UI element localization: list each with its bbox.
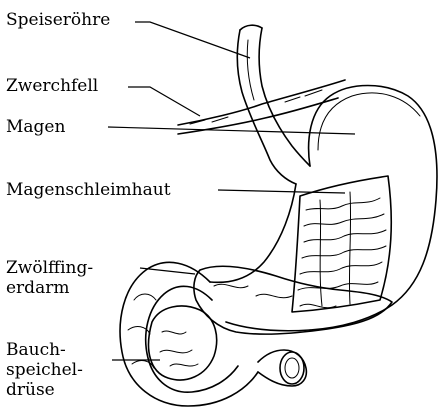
label-duodenum: Zwölffing- erdarm <box>6 258 93 298</box>
leader-mucosa <box>218 190 345 193</box>
label-esophagus: Speiseröhre <box>6 10 110 30</box>
leader-diaphragm <box>128 87 200 116</box>
leader-stomach <box>108 127 355 134</box>
label-gastric-mucosa: Magenschleimhaut <box>6 180 171 200</box>
label-diaphragm: Zwerchfell <box>6 76 98 96</box>
leader-esophagus <box>135 22 250 58</box>
label-stomach: Magen <box>6 117 65 137</box>
esophagus-shape <box>237 25 310 184</box>
label-pancreas: Bauch- speichel- drüse <box>6 340 83 400</box>
